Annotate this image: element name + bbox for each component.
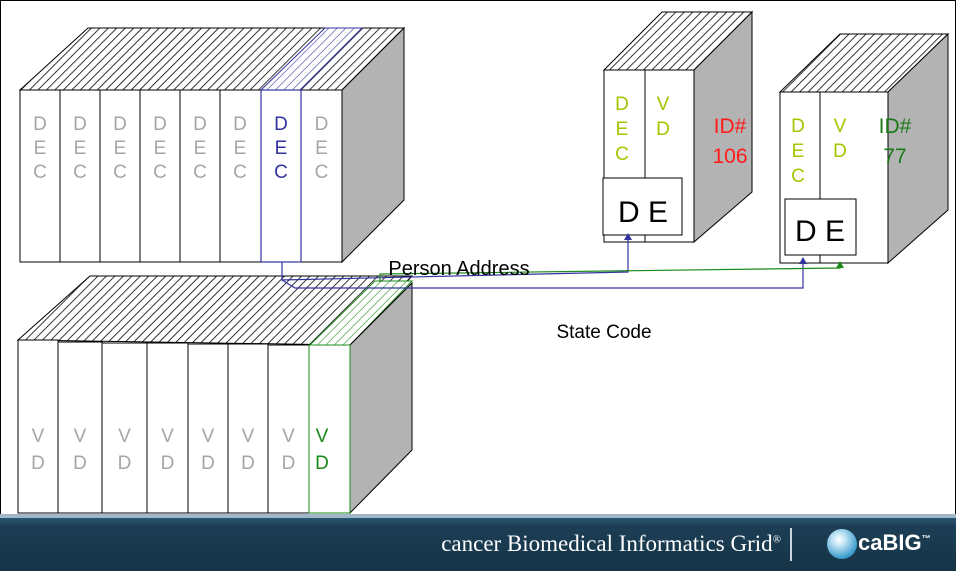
connectors <box>281 233 844 289</box>
state-code-label: State Code <box>556 322 651 343</box>
cabig-globe-icon <box>827 529 857 559</box>
dec-to-card106-connector <box>281 238 629 281</box>
vd-binder <box>57 341 103 514</box>
card2-de-label: D E <box>795 215 845 248</box>
card2-id-label: ID#77 <box>879 115 912 168</box>
footer: cancer Biomedical Informatics Grid® caBI… <box>0 518 956 571</box>
footer-accent-bar <box>0 514 956 518</box>
vd-binder <box>267 344 310 514</box>
card1-id-label: ID#106 <box>712 115 747 168</box>
cabig-logo-text: caBIG™ <box>858 530 931 555</box>
card1-de-label: D E <box>618 196 668 229</box>
de-box-77 <box>784 198 857 256</box>
person-address-label: Person Address <box>388 258 529 280</box>
footer-title: cancer Biomedical Informatics Grid® <box>441 531 781 556</box>
vd-binder <box>187 343 229 514</box>
highlighted-dec-binder <box>260 89 302 263</box>
footer-separator <box>790 528 792 561</box>
vd-binder <box>17 339 59 514</box>
de-box-106 <box>602 177 683 236</box>
dec-to-card77-connector <box>281 262 804 289</box>
vd-binder <box>308 344 351 514</box>
